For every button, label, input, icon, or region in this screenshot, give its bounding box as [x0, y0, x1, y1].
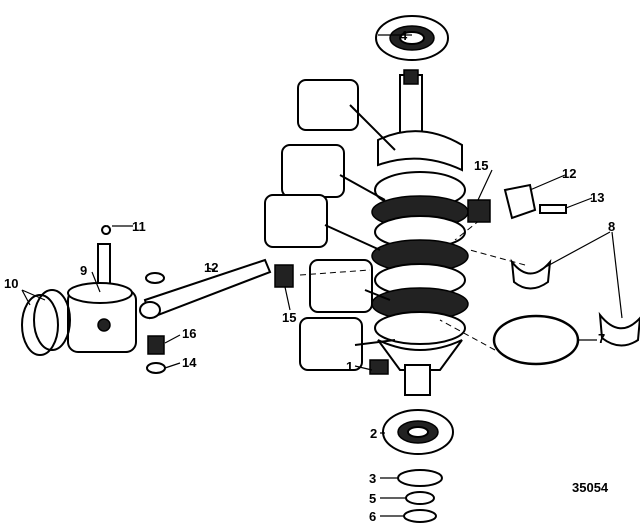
- thrust-washer: [146, 362, 166, 374]
- piston-ring: [33, 289, 71, 351]
- washer-5: [405, 491, 435, 505]
- retaining-clip: [101, 225, 112, 235]
- seal-ring: [492, 314, 580, 366]
- needle-bearing-cage: [467, 199, 491, 223]
- callout-10: 10: [4, 276, 18, 291]
- bearing-half: [598, 311, 640, 347]
- piston-ring: [21, 294, 59, 356]
- callout-8: 8: [608, 219, 615, 234]
- upper-ball-bearing: [375, 15, 449, 61]
- callout-3: 3: [369, 471, 376, 486]
- piston: [67, 282, 137, 353]
- needle-bearing: [147, 335, 165, 355]
- screw: [539, 204, 567, 214]
- washer: [145, 272, 165, 284]
- lower-ball-bearing: [382, 409, 454, 455]
- callout-4: 4: [400, 28, 408, 43]
- callout-2: 2: [370, 426, 377, 441]
- bearing-retainer: [503, 183, 537, 220]
- callout-11: 11: [132, 219, 146, 234]
- callout-6: 6: [369, 509, 376, 523]
- callout-12-rod: 12: [204, 260, 218, 275]
- callout-12: 12: [562, 166, 576, 181]
- callout-5: 5: [369, 491, 376, 506]
- callout-1: 1: [346, 359, 353, 374]
- ring-6: [403, 509, 437, 523]
- callout-9: 9: [80, 263, 87, 278]
- callout-15-rod: 15: [282, 310, 296, 325]
- figure-number: 35054: [572, 480, 609, 495]
- callout-15: 15: [474, 158, 488, 173]
- bearing-half: [510, 258, 552, 290]
- ring-3: [397, 469, 443, 487]
- callout-16: 16: [182, 326, 196, 341]
- callout-7: 7: [598, 331, 605, 346]
- crankshaft: [369, 69, 469, 396]
- callout-14: 14: [182, 355, 197, 370]
- callout-13: 13: [590, 190, 604, 205]
- needle-bearing-cage: [274, 264, 294, 288]
